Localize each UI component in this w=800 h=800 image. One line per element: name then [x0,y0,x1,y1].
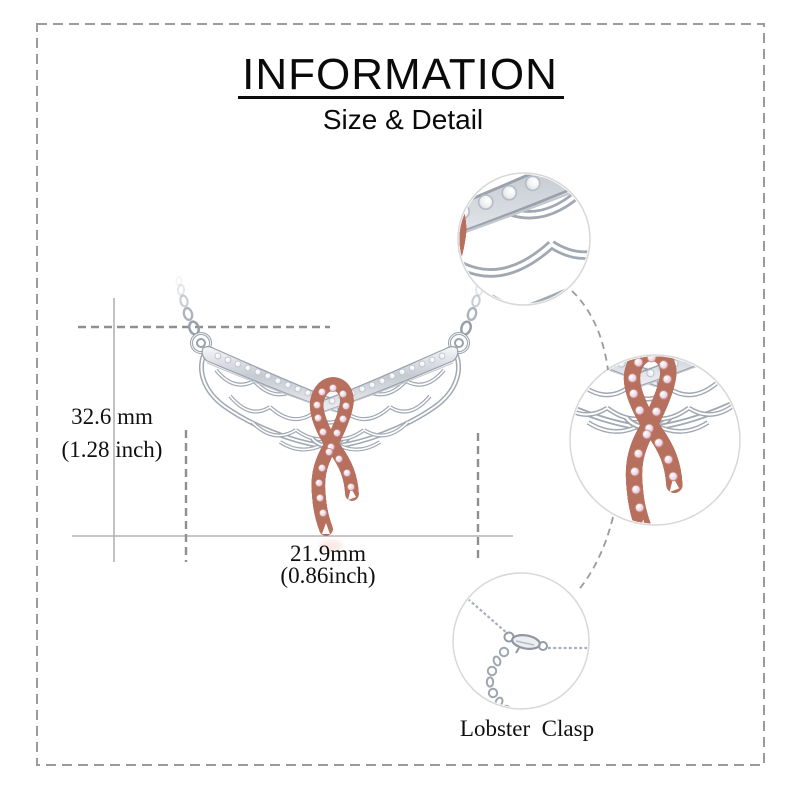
callout-connectors [571,290,614,593]
dashed-frame [36,23,765,766]
callout-wing-detail [457,172,591,306]
callout-clasp-detail [452,572,590,710]
title-underline [238,96,564,99]
width-measurement-inch: (0.86inch) [280,563,376,588]
page-subtitle: Size & Detail [322,104,484,135]
lobster-clasp-label: Lobster Clasp [459,716,595,741]
page-title: INFORMATION [242,50,558,99]
height-measurement-inch: (1.28 inch) [61,437,163,462]
necklace-pendant-image [177,277,484,552]
height-measurement-mm: 32.6 mm [71,404,153,429]
measurement-guides [72,298,513,562]
width-measurement-mm: 21.9mm [289,541,367,566]
ribbon-reflection [319,540,343,552]
callout-ribbon-detail [569,354,741,526]
